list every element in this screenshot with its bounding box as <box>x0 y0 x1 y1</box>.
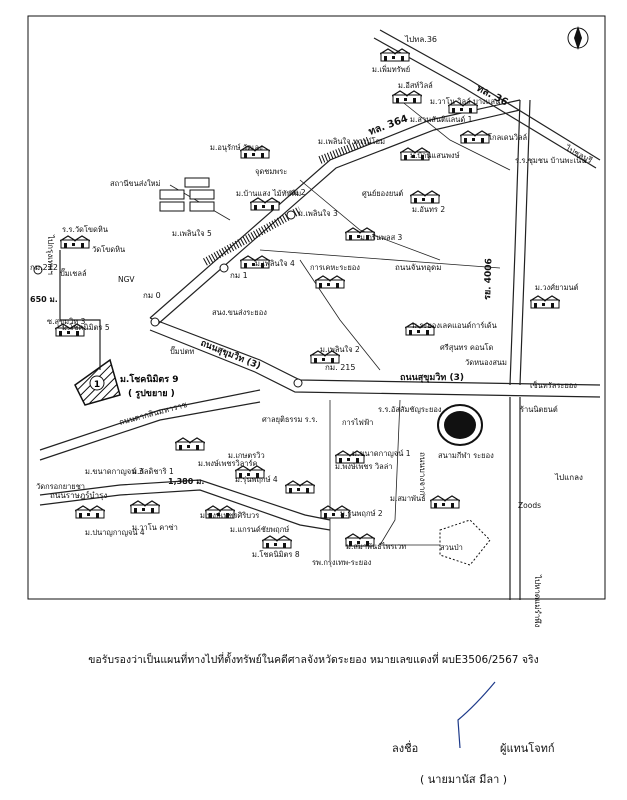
place-label: ม.วาโน วิลล์ บางแสน <box>430 97 500 106</box>
road-mae-label: ถนนบางจาก <box>418 452 427 495</box>
place-label: ม.ขนาดกาญจน์ 3 <box>85 467 144 476</box>
place-label: ม.สมาพันธ์ไพรเวท <box>346 542 406 551</box>
place-label: ม.เกษตรวิว <box>228 451 265 460</box>
place-label: ร.ร.อัสสัมชัญระยอง <box>378 405 442 414</box>
dist-650-label: 650 ม. <box>30 295 58 304</box>
km0-label: กม 0 <box>143 291 161 300</box>
compass-icon <box>567 26 589 50</box>
place-label: ร.ร.ชุมชน บ้านพะเนิน <box>515 156 586 165</box>
place-label: ม.พงษ์เพชร วิลล่า <box>335 462 393 471</box>
place-label: เซ็นทรัลระยอง <box>530 380 577 390</box>
place-label: ม.เพลินใจ 5 <box>172 229 212 238</box>
place-label: จุดชมพระ <box>255 167 287 176</box>
place-label: ร.ร.วัดโขดหิน <box>62 225 108 234</box>
place-label: โกลเดนวิลล์ <box>488 133 527 142</box>
place-label: ม.ขนาดกาญจน์ 1 <box>352 449 411 458</box>
place-label: ม.สมาพันธ์ <box>390 494 426 503</box>
place-label: ม.พงษ์เพชรศิริบวร <box>200 511 259 520</box>
place-label: สถานีขนส่งใหม่ <box>110 179 161 188</box>
road-chatchai-label: ถนนจันทอุดม <box>395 263 441 272</box>
place-label: สนง.ขนส่งระยอง <box>212 308 267 317</box>
place-label: การไฟฟ้า <box>342 418 373 427</box>
place-label: NGV <box>118 275 135 284</box>
place-label: ม.ระยองเลคแอนด์การ์เด้น <box>412 321 497 330</box>
place-label: ม.เพิ่มทรัพย์ <box>372 64 410 74</box>
place-label: การเคหะระยอง <box>310 263 360 272</box>
signature-role: ผู้แทนโจทก์ <box>500 742 555 755</box>
place-label: ม.วงศ์ยามนต์ <box>535 283 579 292</box>
place-label: ซ.สุขุมวิท 3 <box>47 317 86 326</box>
roads <box>39 29 601 600</box>
road-sukhumvit-old-label: ถนนราษฎร์บำรุง <box>50 490 107 500</box>
dist-1380-label: 1,380 ม. <box>168 477 204 486</box>
subject-property: 1 ม.โชคนิมิตร 9 ( รูปขยาย ) <box>74 358 178 406</box>
place-label: ม.เพลินใจ 2 <box>320 345 360 354</box>
place-label: ม.พงษ์เพชรวิลาร์ค <box>198 459 258 468</box>
place-label: ม.วาโน คาซ่า <box>132 523 178 532</box>
park-icon <box>439 519 491 566</box>
signature-label: ลงชื่อ <box>392 742 419 755</box>
km1-label: กม 1 <box>230 271 248 280</box>
place-label: ปั๊มปตท <box>170 346 194 356</box>
map: 1 ม.โชคนิมิตร 9 ( รูปขยาย ) ทล. 36 ทล. 3… <box>27 15 606 628</box>
place-label: ม.กัลดิชาริ 1 <box>132 467 174 476</box>
place-label: รพ.กรุงเทพ-ระยอง <box>312 558 372 567</box>
signatory-name: ( นายมานัส มีลา ) <box>420 773 508 786</box>
place-label: ม.โชคนิมิตร 5 <box>62 323 110 332</box>
place-label: ม.สวนสันติแลนด์ 1 <box>410 115 473 124</box>
place-label: วัดกรอกยายชา <box>36 482 85 491</box>
certification-caption: ขอรับรองว่าเป็นแผนที่ทางไปที่ตั้งทรัพย์ใ… <box>88 654 539 666</box>
place-label: ม.กรีนพลส 3 <box>360 233 403 242</box>
place-label: ม.โชคนิมิตร 8 <box>252 550 300 559</box>
place-label: ม.บ้านแสง ไม้ทับทิม <box>236 189 301 198</box>
place-label: วัดหนองสนม <box>465 358 507 367</box>
subject-title: ม.โชคนิมิตร 9 <box>120 373 178 385</box>
place-label: ม.ปนาญกาญจน์ 4 <box>85 528 145 537</box>
subject-subtitle: ( รูปขยาย ) <box>128 388 175 399</box>
place-label: ม.รุ่นพฤกษ์ 2 <box>340 509 383 518</box>
sukhumvit-east-label: ถนนสุขุมวิท (3) <box>400 372 464 383</box>
place-label: ม.เพลินใจ ทาวน์โฮม <box>318 137 385 146</box>
place-label: ปั๊มเชลล์ <box>60 268 87 278</box>
bus-station-icon <box>159 177 215 212</box>
place-label: ศูนย์ยองยนต์ <box>362 189 403 198</box>
railway <box>203 136 372 266</box>
km2-label: กม 2 <box>288 188 306 197</box>
place-label: สนามกีฬา ระยอง <box>438 451 494 460</box>
subject-number: 1 <box>94 380 100 390</box>
place-label: ม.บ้านแสนพงษ์ <box>410 151 460 160</box>
place-label: ม.อันทร 2 <box>412 205 445 214</box>
place-label: ม.อนุรักษ์ วัดเลง <box>210 143 263 152</box>
to-bangkok-label: ไปกรุงเทพฯ <box>46 234 55 275</box>
place-label: ร้านนิตยนต์ <box>520 405 558 414</box>
place-label: ศาลยุติธรรม ร.ร. <box>262 415 318 424</box>
place-label: ม.รุ่นพฤกษ์ 4 <box>235 475 278 484</box>
place-label: วัดโขดหิน <box>92 245 125 254</box>
place-label: สวนป่า <box>440 543 463 552</box>
map-frame <box>27 15 606 600</box>
km215-label: กม. 215 <box>325 363 355 372</box>
place-label: ม.เพลินใจ 4 <box>255 259 295 268</box>
to-klaeng-label: ไปแกลง <box>554 473 583 482</box>
place-label: ม.แกรนด์ชัยพฤกษ์ <box>230 525 289 534</box>
signature-mark <box>457 681 496 749</box>
place-label: ศรีสุนทร คอนโด <box>440 343 494 352</box>
km-markers <box>33 210 303 388</box>
km212-label: กม.212 <box>30 263 58 272</box>
place-label: ม.เพลินใจ 3 <box>298 209 338 218</box>
to-banphe-label: ไปหาดแม่รำพึง <box>533 574 542 628</box>
to-hwy36-label: ไปทล.36 <box>404 35 437 44</box>
place-label: ม.อีสท์วิลล์ <box>398 81 433 90</box>
stadium-field <box>444 411 476 439</box>
place-label: Zoods <box>518 501 541 510</box>
road4006-label: รย. 4006 <box>483 258 494 300</box>
